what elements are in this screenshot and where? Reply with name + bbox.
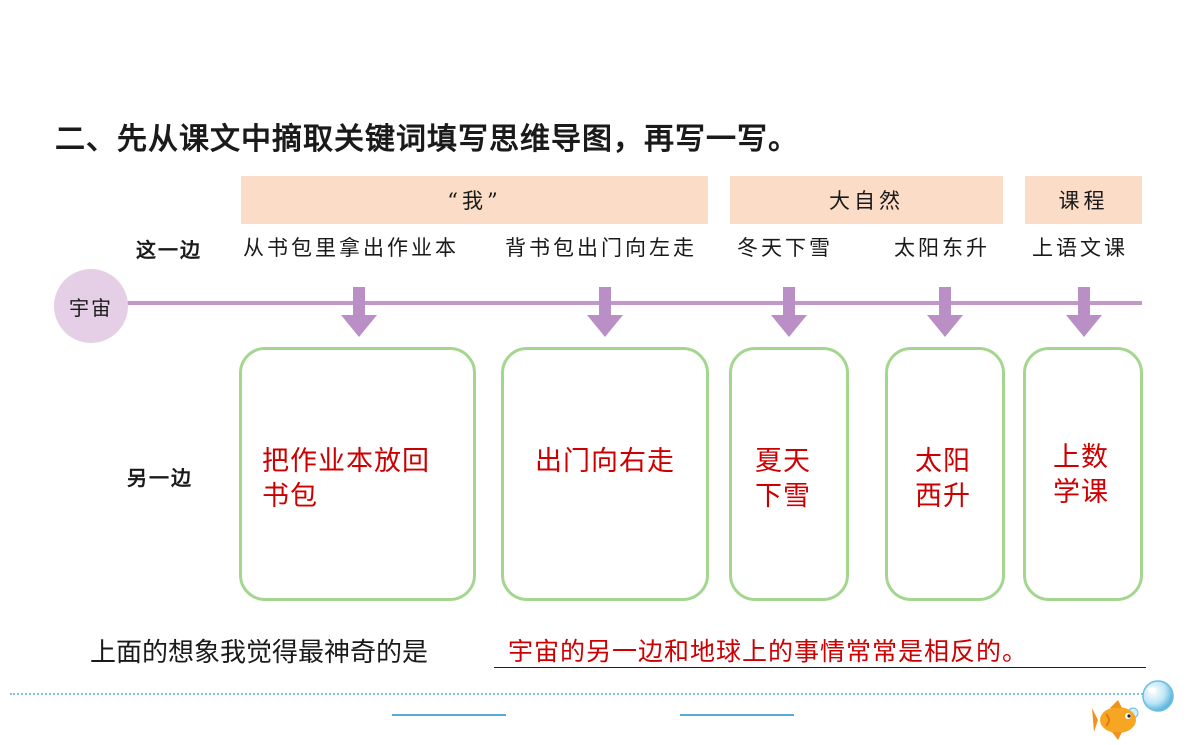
this-side-item-5: 上语文课 <box>1032 236 1128 260</box>
answer-box-3[interactable]: 夏天 下雪 <box>729 347 849 601</box>
center-node-universe: 宇宙 <box>54 269 128 343</box>
bubble-icon <box>1142 680 1174 712</box>
answer-box-5[interactable]: 上数 学课 <box>1023 347 1143 601</box>
category-nature: 大自然 <box>730 176 1003 224</box>
category-me: “我” <box>241 176 708 224</box>
answer-box-2[interactable]: 出门向右走 <box>501 347 709 601</box>
answer-3-line-1: 夏天 <box>755 446 811 477</box>
this-side-label: 这一边 <box>136 238 202 262</box>
down-arrow-icon <box>927 287 963 337</box>
down-arrow-icon <box>341 287 377 337</box>
answer-4-line-2: 西升 <box>915 481 971 512</box>
down-arrow-icon <box>1066 287 1102 337</box>
mind-map-axis <box>126 301 1142 305</box>
exercise-title: 二、先从课文中摘取关键词填写思维导图，再写一写。 <box>55 122 799 157</box>
sentence-answer-field[interactable]: 宇宙的另一边和地球上的事情常常是相反的。 <box>494 632 1146 668</box>
sentence-prompt: 上面的想象我觉得最神奇的是 <box>90 638 429 668</box>
answer-5-line-2: 学课 <box>1053 477 1109 508</box>
answer-box-1[interactable]: 把作业本放回 书包 <box>239 347 476 601</box>
answer-1-line-2: 书包 <box>262 481 318 512</box>
footer-divider <box>10 693 1150 695</box>
answer-box-4[interactable]: 太阳 西升 <box>885 347 1005 601</box>
down-arrow-icon <box>587 287 623 337</box>
category-course: 课程 <box>1025 176 1142 224</box>
answer-1-line-1: 把作业本放回 <box>262 446 430 477</box>
down-arrow-icon <box>771 287 807 337</box>
answer-5-line-1: 上数 <box>1053 442 1109 473</box>
answer-2-line-1: 出门向右走 <box>535 446 675 477</box>
nav-underline-right <box>680 714 794 716</box>
this-side-item-1: 从书包里拿出作业本 <box>243 236 459 260</box>
other-side-label: 另一边 <box>127 466 193 490</box>
this-side-item-3: 冬天下雪 <box>737 236 833 260</box>
answer-3-line-2: 下雪 <box>755 481 811 512</box>
answer-4-line-1: 太阳 <box>915 446 971 477</box>
this-side-item-4: 太阳东升 <box>894 236 990 260</box>
goldfish-icon <box>1092 700 1136 740</box>
this-side-item-2: 背书包出门向左走 <box>505 236 697 260</box>
nav-underline-left <box>392 714 506 716</box>
